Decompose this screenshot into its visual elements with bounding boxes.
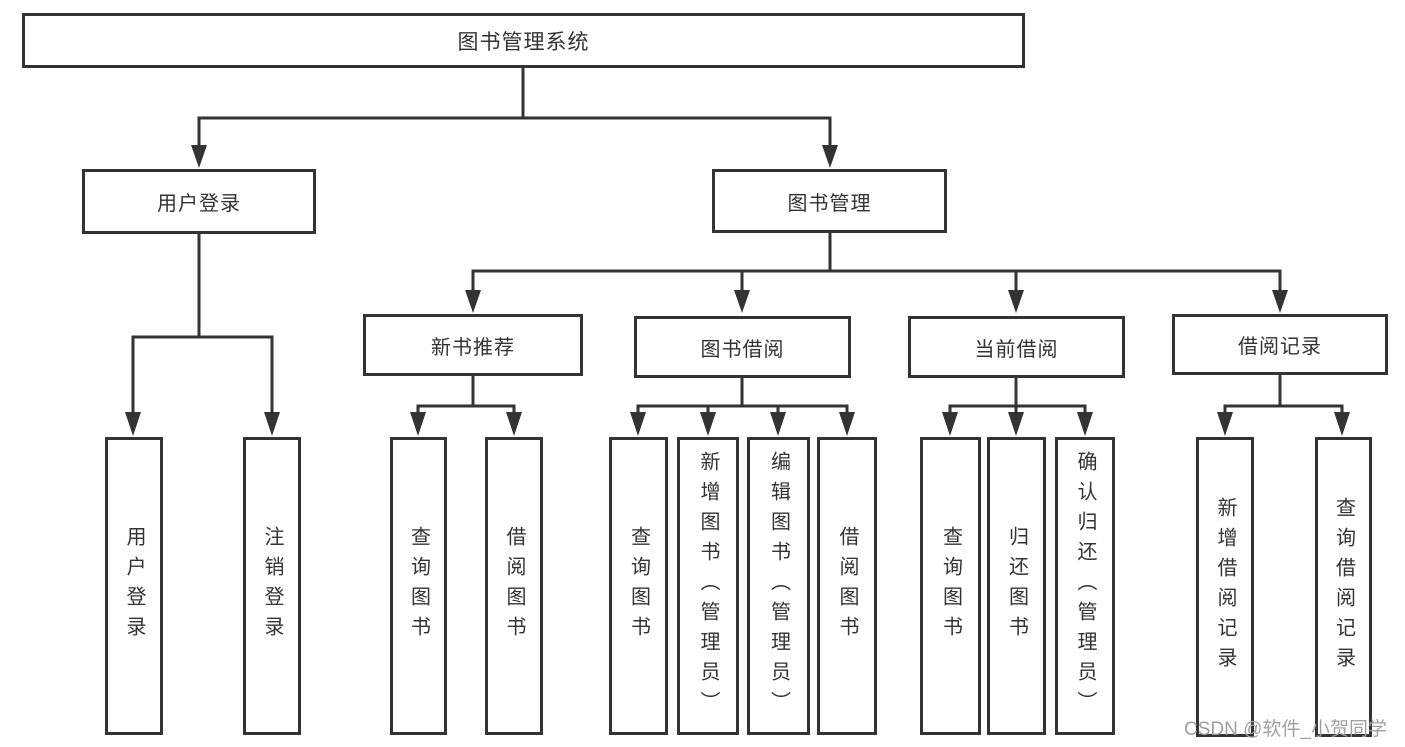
node-label: 当前借阅 <box>974 338 1059 361</box>
node-label: 查询图书 <box>627 526 650 646</box>
node-label: 查询图书 <box>939 526 962 646</box>
leaf-return-books: 归还图书 <box>987 437 1046 735</box>
node-book-management: 图书管理 <box>712 169 947 233</box>
leaf-add-borrow-record: 新增借阅记录 <box>1196 437 1254 737</box>
node-label: 图书管理 <box>787 192 872 215</box>
leaf-add-books-admin: 新增图书（管理员） <box>677 437 739 735</box>
node-label: 图书管理系统 <box>457 30 590 54</box>
leaf-query-borrow-record: 查询借阅记录 <box>1315 437 1372 737</box>
node-label: 借阅图书 <box>503 526 525 646</box>
node-label: 新增图书（管理员） <box>697 451 719 721</box>
node-label: 归还图书 <box>1005 526 1028 646</box>
node-borrow-records: 借阅记录 <box>1172 314 1388 375</box>
node-label: 新书推荐 <box>431 336 515 359</box>
node-user-login: 用户登录 <box>82 169 316 234</box>
node-label: 查询图书 <box>407 526 430 646</box>
node-library-management-system: 图书管理系统 <box>22 13 1025 68</box>
leaf-query-books-recommend: 查询图书 <box>390 437 447 735</box>
node-label: 查询借阅记录 <box>1332 497 1355 677</box>
node-label: 借阅图书 <box>836 526 858 646</box>
leaf-confirm-return-admin: 确认归还（管理员） <box>1055 437 1115 735</box>
leaf-query-books-borrow: 查询图书 <box>609 437 668 735</box>
node-label: 确认归还（管理员） <box>1074 451 1096 721</box>
leaf-user-login: 用户登录 <box>105 437 163 735</box>
node-label: 新增借阅记录 <box>1214 497 1236 677</box>
node-label: 注销登录 <box>261 526 283 646</box>
node-label: 图书借阅 <box>700 338 785 361</box>
leaf-query-books-current: 查询图书 <box>920 437 981 735</box>
node-book-borrow: 图书借阅 <box>634 316 851 378</box>
node-label: 借阅记录 <box>1238 336 1322 358</box>
leaf-borrow-books-recommend: 借阅图书 <box>485 437 543 735</box>
node-new-book-recommend: 新书推荐 <box>363 314 583 376</box>
leaf-logout-login: 注销登录 <box>243 437 301 735</box>
node-label: 用户登录 <box>123 526 145 646</box>
watermark: CSDN @软件_小贺同学 <box>1184 719 1387 740</box>
node-label: 编辑图书（管理员） <box>767 451 790 721</box>
node-current-borrow: 当前借阅 <box>908 316 1125 378</box>
leaf-edit-books-admin: 编辑图书（管理员） <box>747 437 810 735</box>
leaf-borrow-books: 借阅图书 <box>817 437 877 735</box>
node-label: 用户登录 <box>157 193 241 215</box>
